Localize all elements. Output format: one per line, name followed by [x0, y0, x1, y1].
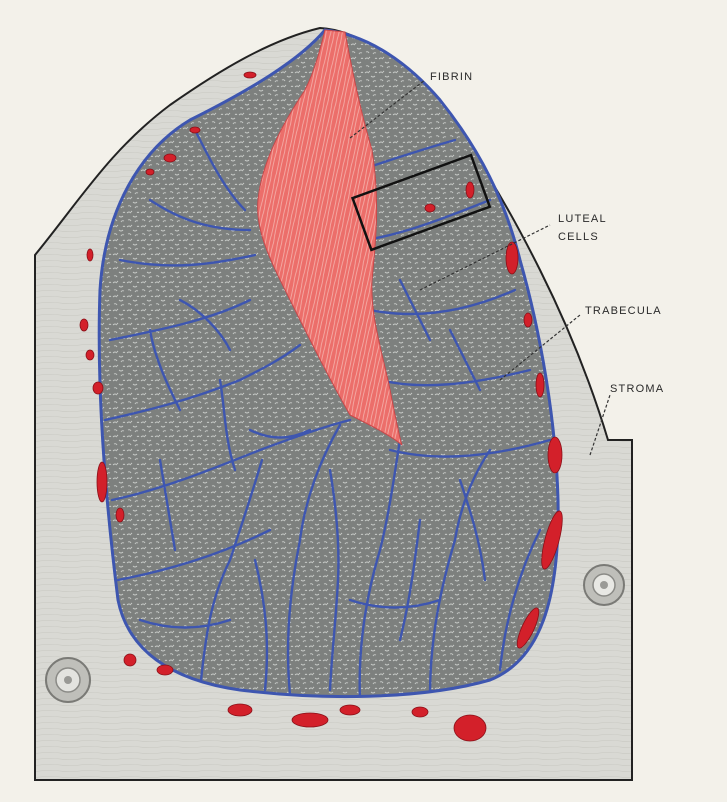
label-trabecula: TRABECULA [585, 305, 662, 317]
label-luteal: LUTEAL [558, 213, 607, 225]
stroma-follicle-left [46, 658, 90, 702]
label-cells: CELLS [558, 231, 599, 243]
label-fibrin: FIBRIN [430, 71, 473, 83]
label-stroma: STROMA [610, 383, 664, 395]
stroma-follicle-right [584, 565, 624, 605]
